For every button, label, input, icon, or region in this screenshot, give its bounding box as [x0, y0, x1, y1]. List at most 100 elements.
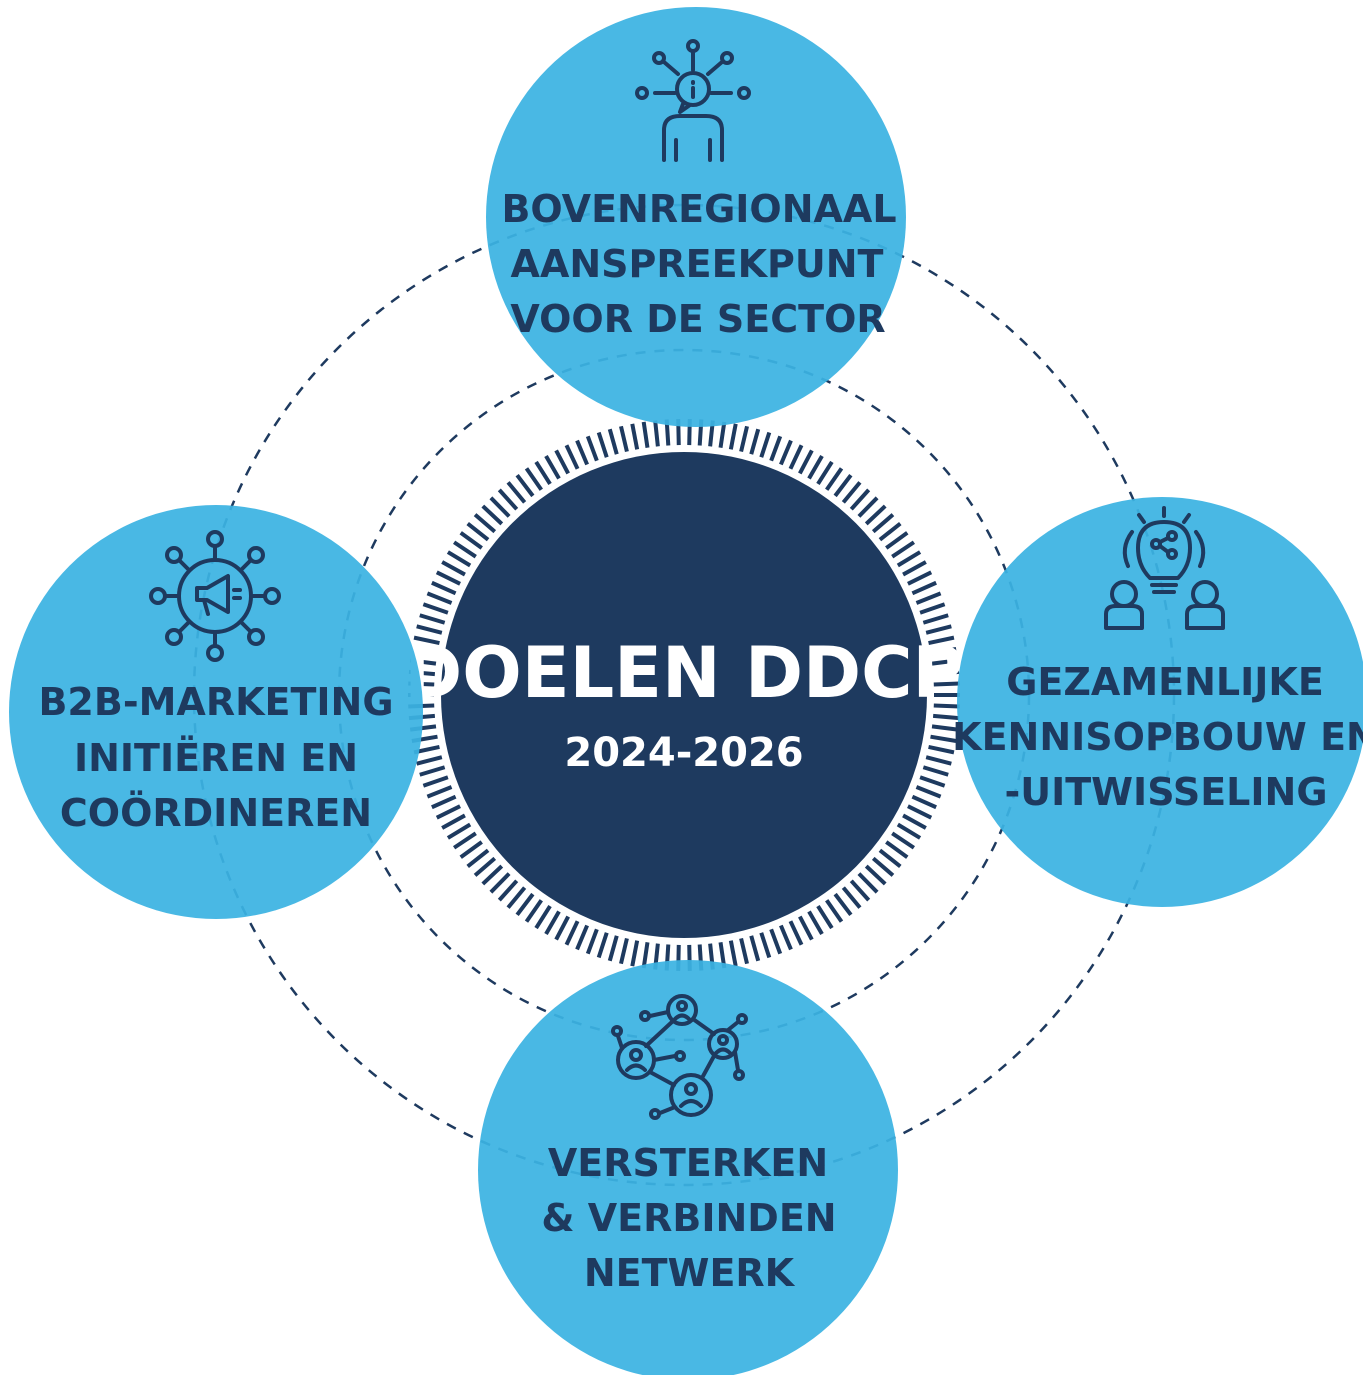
goal-circle-bottom	[478, 960, 898, 1375]
tick-mark	[922, 765, 949, 777]
tick-mark	[466, 521, 490, 542]
goal-label-line: INITIËREN EN	[74, 736, 358, 780]
tick-mark	[911, 794, 937, 810]
info-person-icon	[635, 39, 751, 162]
tick-mark	[878, 521, 902, 542]
tick-mark	[416, 755, 443, 766]
tick-mark	[524, 467, 543, 491]
tick-mark	[641, 942, 650, 969]
tick-mark	[515, 473, 535, 498]
tick-mark	[841, 886, 862, 909]
tick-mark	[607, 428, 619, 455]
goal-label-line: NETWERK	[584, 1251, 796, 1295]
tick-mark	[932, 713, 960, 721]
tick-mark	[728, 423, 738, 450]
tick-mark	[849, 879, 871, 902]
tick-ring	[408, 419, 960, 971]
tick-mark	[481, 864, 504, 886]
tick-mark	[807, 910, 824, 936]
tick-mark	[925, 624, 952, 635]
tick-mark	[759, 932, 772, 959]
goal-label-line: VOOR DE SECTOR	[510, 297, 885, 341]
tick-mark	[575, 439, 589, 466]
tick-mark	[739, 425, 749, 453]
goal-circle-left	[9, 505, 423, 919]
tick-mark	[641, 421, 650, 448]
tick-mark	[864, 864, 887, 886]
tick-mark	[416, 624, 443, 635]
tick-mark	[431, 580, 457, 596]
tick-mark	[489, 872, 511, 894]
tick-mark	[930, 734, 957, 744]
tick-mark	[841, 481, 862, 504]
tick-mark	[473, 856, 497, 877]
tick-mark	[749, 428, 761, 455]
tick-mark	[932, 669, 960, 677]
tick-mark	[431, 794, 457, 810]
tick-mark	[506, 886, 527, 909]
goal-label-line: -UITWISSELING	[1004, 770, 1327, 814]
tick-mark	[446, 550, 472, 568]
tick-mark	[915, 591, 942, 605]
tick-mark	[739, 937, 749, 965]
tick-mark	[891, 540, 915, 559]
tick-mark	[544, 910, 561, 936]
tick-mark	[411, 646, 438, 656]
tick-mark	[453, 540, 477, 559]
goal-circle-right	[957, 497, 1363, 907]
tick-mark	[915, 785, 942, 799]
tick-mark	[426, 591, 453, 605]
tick-mark	[422, 775, 449, 788]
tick-mark	[928, 745, 955, 755]
tick-mark	[619, 425, 629, 453]
tick-mark	[534, 905, 552, 930]
tick-mark	[419, 765, 446, 777]
goal-label-line: B2B-MARKETING	[38, 680, 393, 724]
tick-mark	[564, 444, 580, 470]
tick-mark	[441, 560, 466, 577]
goal-label-line: BOVENREGIONAAL	[501, 187, 896, 231]
tick-mark	[441, 813, 466, 830]
tick-mark	[788, 444, 804, 470]
people-network-icon	[611, 994, 748, 1120]
tick-mark	[816, 905, 834, 930]
megaphone-network-icon	[149, 530, 281, 662]
tick-mark	[933, 703, 960, 709]
tick-mark	[497, 879, 519, 902]
tick-mark	[466, 848, 490, 869]
center-subtitle: 2024-2026	[564, 730, 803, 776]
goal-label-line: AANSPREEKPUNT	[511, 242, 884, 286]
tick-mark	[585, 435, 599, 462]
tick-mark	[544, 454, 561, 480]
tick-mark	[596, 431, 609, 458]
idea-sharing-icon	[1104, 506, 1225, 630]
goal-circle-top	[486, 7, 906, 427]
tick-mark	[524, 899, 543, 923]
tick-mark	[481, 504, 504, 526]
goal-label-line: COÖRDINEREN	[60, 791, 372, 835]
tick-mark	[925, 755, 952, 766]
tick-mark	[833, 473, 853, 498]
tick-mark	[759, 431, 772, 458]
center-circle	[441, 452, 927, 938]
tick-mark	[928, 635, 955, 645]
tick-mark	[857, 872, 879, 894]
tick-mark	[413, 635, 440, 645]
tick-mark	[630, 423, 640, 450]
goal-label-top: BOVENREGIONAAL AANSPREEKPUNT VOOR DE SEC…	[501, 187, 896, 341]
tick-mark	[907, 804, 933, 820]
tick-mark	[596, 932, 609, 959]
tick-mark	[575, 924, 589, 951]
tick-mark	[585, 928, 599, 955]
tick-mark	[798, 915, 814, 941]
tick-mark	[435, 570, 461, 586]
tick-mark	[902, 560, 927, 577]
tick-mark	[849, 488, 871, 511]
tick-mark	[871, 513, 895, 534]
tick-mark	[825, 899, 844, 923]
tick-mark	[534, 460, 552, 485]
tick-mark	[749, 935, 761, 962]
tick-mark	[878, 848, 902, 869]
goal-label-line: KENNISOPBOUW EN	[952, 715, 1363, 759]
